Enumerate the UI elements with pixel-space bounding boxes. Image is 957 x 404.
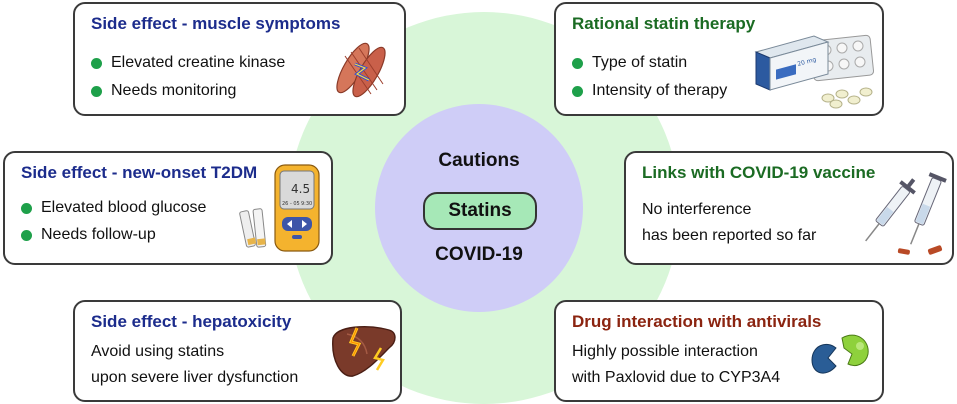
- bullet-item: Needs monitoring: [91, 82, 236, 100]
- text-line: No interference: [642, 201, 752, 218]
- box-label: 20 mg: [797, 56, 818, 68]
- meter-value: 4.5: [291, 182, 310, 196]
- bullet-text: Intensity of therapy: [592, 82, 728, 99]
- bullet-dot: [572, 85, 583, 97]
- card-title: Links with COVID-19 vaccine: [642, 163, 876, 182]
- liver-icon: [332, 326, 396, 377]
- bullet-dot: [91, 57, 102, 69]
- muscle-icon: [336, 42, 386, 98]
- card-new-onset-t2dm: Side effect - new-onset T2DM Elevated bl…: [3, 151, 333, 265]
- center-statins-label: Statins: [448, 200, 512, 221]
- bullet-item: Needs follow-up: [21, 226, 156, 244]
- pill-box-icon: 20 mg: [754, 34, 875, 109]
- bullet-text: Elevated creatine kinase: [111, 54, 286, 71]
- bullet-item: Elevated blood glucose: [21, 199, 206, 217]
- card-title: Rational statin therapy: [572, 14, 756, 33]
- card-title: Drug interaction with antivirals: [572, 312, 822, 331]
- card-drug-interaction-antivirals: Drug interaction with antivirals Highly …: [554, 300, 884, 402]
- card-title: Side effect - new-onset T2DM: [21, 163, 258, 182]
- center-statins-pill: Statins: [423, 192, 537, 230]
- bullet-dot: [91, 85, 102, 97]
- bullet-dot: [21, 202, 32, 214]
- text-line: has been reported so far: [642, 227, 817, 244]
- card-rational-statin-therapy: Rational statin therapy Type of statin I…: [554, 2, 884, 116]
- bullet-dot: [572, 57, 583, 69]
- bullet-item: Intensity of therapy: [572, 82, 727, 100]
- bullet-item: Elevated creatine kinase: [91, 54, 285, 72]
- center-cautions-label: Cautions: [438, 150, 520, 171]
- card-muscle-symptoms: Side effect - muscle symptoms Elevated c…: [73, 2, 406, 116]
- bullet-dot: [21, 229, 32, 241]
- syringe-icon: [865, 172, 947, 255]
- text-line: Highly possible interaction: [572, 343, 758, 360]
- text-line: upon severe liver dysfunction: [91, 369, 299, 386]
- card-hepatoxicity: Side effect - hepatoxicity Avoid using s…: [73, 300, 402, 402]
- molecule-interaction-icon: [811, 334, 869, 374]
- bullet-item: Type of statin: [572, 54, 687, 72]
- glucose-meter-icon: 4.5 26 - 05 9:30: [239, 164, 320, 252]
- meter-date: 26 - 05: [282, 201, 300, 207]
- text-line: Avoid using statins: [91, 343, 225, 360]
- center-covid-label: COVID-19: [435, 244, 523, 265]
- bullet-text: Needs follow-up: [41, 226, 156, 243]
- text-line: with Paxlovid due to CYP3A4: [572, 369, 781, 386]
- bullet-text: Needs monitoring: [111, 82, 237, 99]
- bullet-text: Type of statin: [592, 54, 688, 71]
- card-title: Side effect - muscle symptoms: [91, 14, 341, 33]
- card-covid-vaccine: Links with COVID-19 vaccine No interfere…: [624, 151, 954, 265]
- meter-time: 9:30: [301, 201, 312, 207]
- card-title: Side effect - hepatoxicity: [91, 312, 292, 331]
- bullet-text: Elevated blood glucose: [41, 199, 207, 216]
